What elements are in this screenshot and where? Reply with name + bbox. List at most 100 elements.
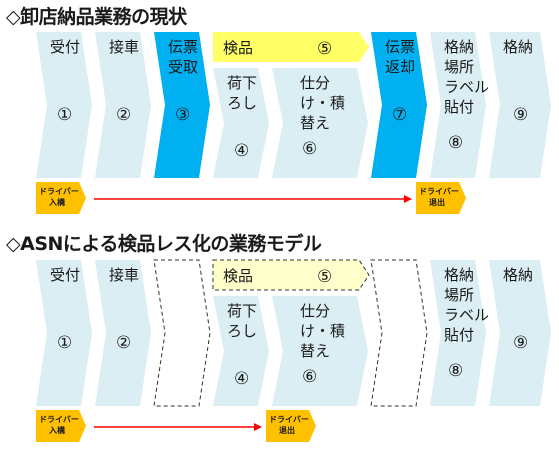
badge-shape <box>266 410 316 442</box>
step-label: ろし <box>227 322 257 340</box>
step-label: 場所 <box>444 58 474 76</box>
driver-time-arrow <box>94 423 262 431</box>
process-step-s6: 仕分け・積替え ⑥ <box>272 68 368 178</box>
step-number: ⑧ <box>448 133 463 153</box>
step-label: 受付 <box>50 38 80 56</box>
step-label: 替え <box>300 342 330 360</box>
badge-label: ドライバー <box>269 415 309 424</box>
step-label: 返却 <box>385 58 415 76</box>
step-label: 受付 <box>50 266 80 284</box>
step-label: 貼付 <box>444 326 474 344</box>
step-shape <box>430 260 486 406</box>
step-label: 仕分 <box>300 74 330 92</box>
step-label: け・積 <box>300 94 345 112</box>
step-number: ⑧ <box>448 361 463 381</box>
arrow-head <box>254 423 262 431</box>
step-label: ラベル <box>444 78 489 96</box>
process-flow-current: 受付①接車②伝票受取③荷下ろし④仕分け・積替え⑥伝票返却⑦格納場所ラベル貼付⑧格… <box>36 32 551 214</box>
step-shape <box>370 259 428 407</box>
badge-label: ドライバー <box>39 415 79 424</box>
step-shape <box>489 260 551 406</box>
step-shape <box>154 32 210 178</box>
step-number: ① <box>57 105 72 125</box>
process-step-s6: 仕分け・積替え ⑥ <box>272 296 368 406</box>
step-label: 荷下 <box>227 74 257 92</box>
step-label: 格納 <box>444 38 474 56</box>
step-label: ろし <box>227 94 257 112</box>
banner-shape <box>213 32 369 62</box>
section-title-current: ◇卸店納品業務の現状 <box>6 6 187 28</box>
step-label: 替え <box>300 114 330 132</box>
section-title-asn: ◇ASNによる検品レス化の業務モデル <box>6 233 322 255</box>
step-number: ⑥ <box>302 367 317 387</box>
step-shape <box>430 32 486 178</box>
banner-label: 検品 <box>223 267 253 285</box>
step-shape <box>95 32 151 178</box>
step-shape <box>213 68 269 178</box>
step-shape <box>153 259 211 407</box>
step-number: ④ <box>234 141 249 161</box>
step-shape <box>36 260 92 406</box>
process-step-s2: 接車② <box>95 260 151 406</box>
step-label: 格納 <box>503 38 533 56</box>
badge-shape <box>36 182 86 214</box>
badge-shape <box>416 182 466 214</box>
process-step-s9: 格納 ⑨ <box>489 260 551 406</box>
step-number: ④ <box>234 369 249 389</box>
process-step-s3 <box>153 259 211 407</box>
banner-shape <box>212 259 370 291</box>
banner-number: ⑤ <box>317 39 332 59</box>
step-number: ② <box>116 333 131 353</box>
step-label: 接車 <box>109 38 139 56</box>
step-shape <box>371 32 427 178</box>
process-step-s1: 受付 ① <box>36 260 92 406</box>
badge-label: ドライバー <box>39 187 79 196</box>
step-number: ⑦ <box>392 105 407 125</box>
step-label: 格納 <box>503 266 533 284</box>
step-label: け・積 <box>300 322 345 340</box>
step-number: ① <box>57 333 72 353</box>
badge-shape <box>36 410 86 442</box>
step-label: 仕分 <box>300 302 330 320</box>
step-number: ⑥ <box>302 139 317 159</box>
badge-label: ドライバー <box>419 187 459 196</box>
badge-label: 退出 <box>279 425 295 435</box>
step-label: 受取 <box>168 58 198 76</box>
step-label: 貼付 <box>444 98 474 116</box>
step-label: 場所 <box>444 286 474 304</box>
arrow-head <box>404 195 412 203</box>
step-shape <box>489 32 551 178</box>
step-number: ② <box>116 105 131 125</box>
banner-number: ⑤ <box>317 267 332 287</box>
badge-label: 退出 <box>429 197 445 207</box>
step-shape <box>272 68 368 178</box>
process-step-s7 <box>370 259 428 407</box>
banner-label: 検品 <box>223 39 253 57</box>
step-number: ⑨ <box>513 105 528 125</box>
step-label: 伝票 <box>168 38 198 56</box>
step-shape <box>213 296 269 406</box>
badge-label: 入構 <box>48 197 65 207</box>
badge-label: 入構 <box>48 425 65 435</box>
inspection-banner: 検品 ⑤ <box>213 32 369 62</box>
inspection-banner: 検品 ⑤ <box>212 259 370 291</box>
step-shape <box>95 260 151 406</box>
step-label: ラベル <box>444 306 489 324</box>
step-number: ⑨ <box>513 333 528 353</box>
step-shape <box>36 32 92 178</box>
process-step-s1: 受付 ① <box>36 32 92 178</box>
step-label: 格納 <box>444 266 474 284</box>
step-shape <box>272 296 368 406</box>
process-step-s2: 接車 ② <box>95 32 151 178</box>
step-label: 伝票 <box>385 38 415 56</box>
driver-time-arrow <box>94 195 412 203</box>
